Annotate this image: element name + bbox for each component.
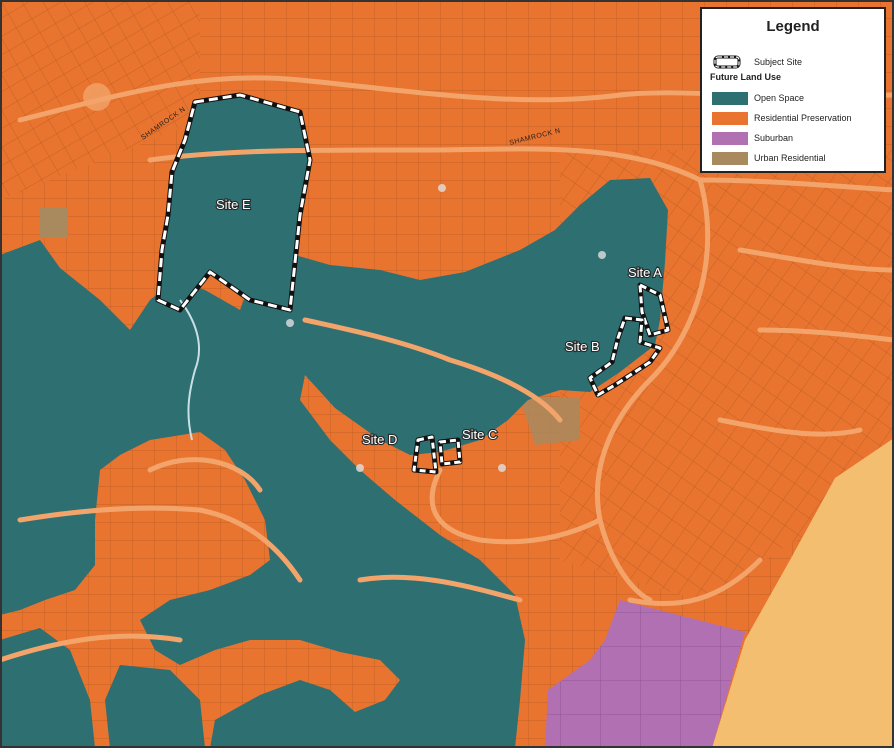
site-d-outline bbox=[411, 434, 439, 475]
legend-subject-site: Subject Site bbox=[712, 55, 802, 69]
urban-residential-swatch bbox=[712, 151, 748, 165]
stream bbox=[179, 299, 200, 441]
open-space-swatch bbox=[712, 91, 748, 105]
suburban-swatch bbox=[712, 131, 748, 145]
roads bbox=[0, 75, 894, 663]
legend-title: Legend bbox=[766, 18, 820, 35]
site-e-label: Site E bbox=[216, 197, 251, 212]
legend-item-suburban: Suburban bbox=[712, 131, 793, 145]
legend-item-label: Open Space bbox=[754, 93, 805, 103]
legend-item-urban-residential: Urban Residential bbox=[712, 151, 826, 165]
subject-sites bbox=[155, 92, 671, 475]
legend-item-label: Residential Preservation bbox=[754, 113, 852, 123]
site-e-outline bbox=[155, 92, 313, 313]
site-b-outline bbox=[587, 315, 663, 398]
cul-de-sacs bbox=[83, 83, 606, 472]
site-c-outline bbox=[437, 437, 463, 467]
urban-residential-patch bbox=[520, 398, 580, 445]
site-d-label: Site D bbox=[362, 432, 397, 447]
legend: Legend Subject Site Future Land Use Open… bbox=[700, 7, 886, 173]
suburban-area bbox=[545, 600, 745, 748]
legend-item-label: Urban Residential bbox=[754, 153, 826, 163]
site-a-outline bbox=[637, 282, 671, 338]
legend-section-title: Future Land Use bbox=[710, 72, 782, 82]
residential-preservation-swatch bbox=[712, 111, 748, 125]
legend-subject-site-label: Subject Site bbox=[754, 57, 803, 67]
legend-item-label: Suburban bbox=[754, 133, 794, 143]
urban-residential-patch bbox=[40, 208, 68, 238]
open-space bbox=[0, 178, 668, 748]
unzoned-area bbox=[712, 438, 894, 748]
legend-item-residential-preservation: Residential Preservation bbox=[712, 111, 852, 125]
site-a-label: Site A bbox=[628, 265, 662, 280]
site-b-label: Site B bbox=[565, 339, 600, 354]
site-c-label: Site C bbox=[462, 427, 497, 442]
subject-site-symbol-icon bbox=[713, 55, 741, 69]
legend-item-open-space: Open Space bbox=[712, 91, 804, 105]
